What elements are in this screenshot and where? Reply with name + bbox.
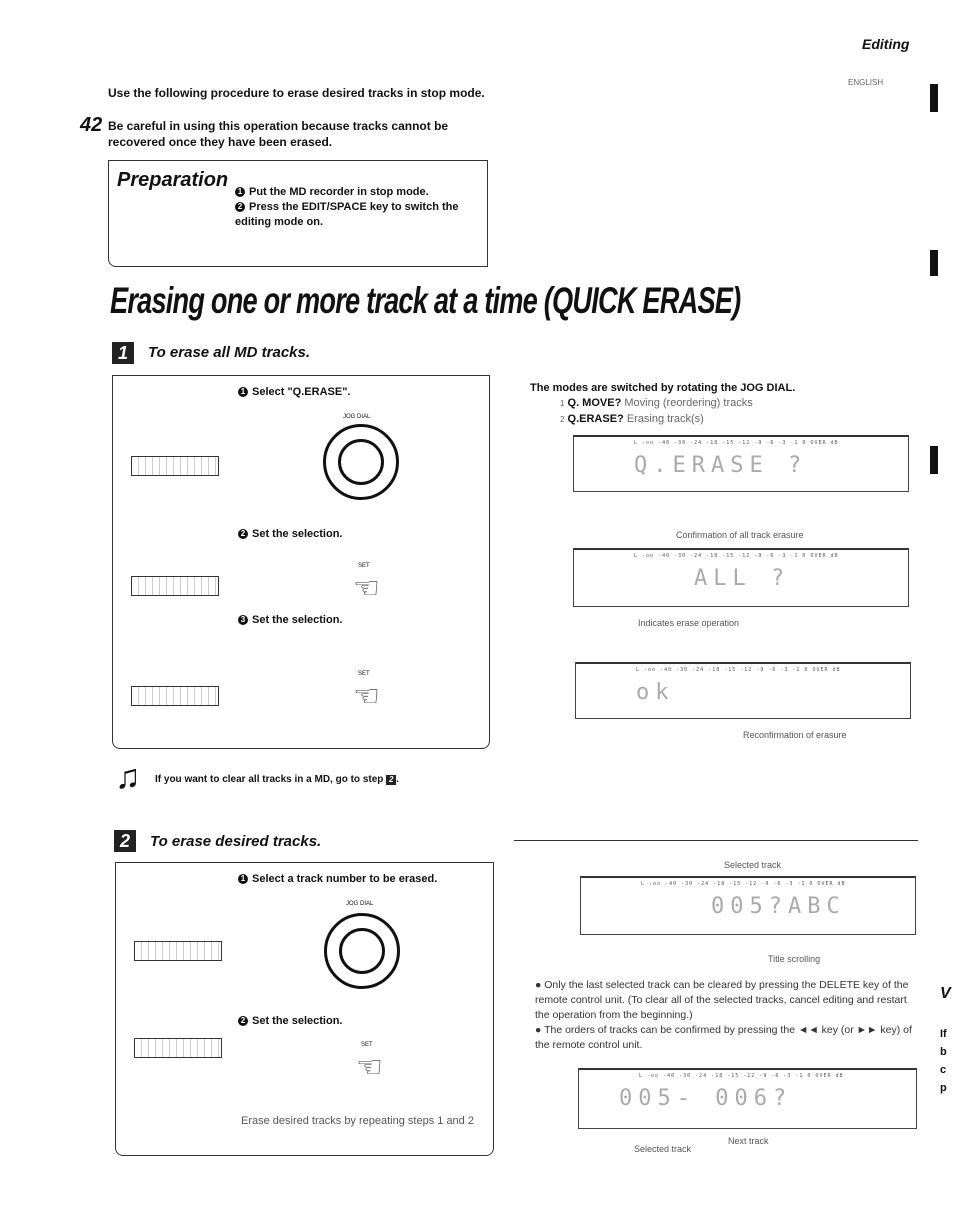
md-recorder-icon xyxy=(134,941,222,961)
lcd-display: L -oo -40 -30 -24 -18 -15 -12 -9 -6 -3 -… xyxy=(580,876,916,935)
instruction-text: Select "Q.ERASE". xyxy=(252,386,351,398)
lcd-display: L -oo -40 -30 -24 -18 -15 -12 -9 -6 -3 -… xyxy=(575,662,911,719)
set-label: SET xyxy=(361,1042,373,1048)
preparation-title: Preparation xyxy=(117,169,229,191)
note-text: If you want to clear all tracks in a MD,… xyxy=(155,774,399,785)
step-badge: 2 xyxy=(114,830,136,852)
section-header: Editing xyxy=(862,36,910,52)
md-recorder-icon xyxy=(131,576,219,596)
preparation-step: Press the EDIT/SPACE key to switch the e… xyxy=(235,201,459,228)
repeat-instruction: Erase desired tracks by repeating steps … xyxy=(241,1115,474,1127)
bullet-item: ● The orders of tracks can be confirmed … xyxy=(535,1024,912,1051)
lcd-text: ALL ? xyxy=(694,566,791,591)
edge-tab-mark xyxy=(930,84,938,112)
lcd-text: Q.ERASE ? xyxy=(634,453,808,478)
caption: Indicates erase operation xyxy=(638,618,740,628)
instruction-text: Set the selection. xyxy=(252,614,343,626)
jog-dial-icon xyxy=(323,424,399,500)
instruction-text: Select a track number to be erased. xyxy=(252,873,438,885)
jog-dial-label: JOG DIAL xyxy=(343,414,371,420)
page-number: 42 xyxy=(80,114,103,136)
lcd-display: L -oo -40 -30 -24 -18 -15 -12 -9 -6 -3 -… xyxy=(573,435,909,492)
divider xyxy=(514,840,918,841)
section-heading: To erase desired tracks. xyxy=(150,833,322,850)
preparation-step: Put the MD recorder in stop mode. xyxy=(249,186,429,198)
step-badge: 1 xyxy=(112,342,134,364)
bullet-item: ● Only the last selected track can be cl… xyxy=(535,979,909,1021)
section-heading: To erase all MD tracks. xyxy=(148,344,311,361)
set-label: SET xyxy=(358,563,370,569)
hand-press-set-icon: ☜ xyxy=(353,680,380,713)
caption: Confirmation of all track erasure xyxy=(676,530,804,540)
intro-line-2: Be careful in using this operation becau… xyxy=(108,119,449,149)
hand-press-set-icon: ☜ xyxy=(356,1051,383,1084)
mode-item: 1 Q. MOVE? Moving (reordering) tracks xyxy=(560,397,753,409)
jog-dial-icon xyxy=(324,913,400,989)
md-recorder-icon xyxy=(134,1038,222,1058)
edge-tab-mark xyxy=(930,446,938,474)
page-title: Erasing one or more track at a time (QUI… xyxy=(110,280,741,322)
lcd-text: ok xyxy=(636,680,675,705)
mode-item: 2 Q.ERASE? Erasing track(s) xyxy=(560,413,704,425)
hand-press-set-icon: ☜ xyxy=(353,572,380,605)
instruction-text: Set the selection. xyxy=(252,1015,343,1027)
caption: Selected track xyxy=(634,1144,692,1154)
lcd-display: L -oo -40 -30 -24 -18 -15 -12 -9 -6 -3 -… xyxy=(573,548,909,607)
edge-tab-mark xyxy=(930,250,938,276)
caption: Title scrolling xyxy=(768,954,821,964)
lcd-text: 005?ABC xyxy=(711,894,846,919)
instruction-text: Set the selection. xyxy=(252,528,343,540)
set-label: SET xyxy=(358,671,370,677)
caption: Selected track xyxy=(724,860,782,870)
notes-list: ● Only the last selected track can be cl… xyxy=(535,978,917,1053)
edge-letter: V xyxy=(940,985,951,1002)
language-code: ENGLISH xyxy=(848,78,884,87)
jog-dial-label: JOG DIAL xyxy=(346,901,374,907)
md-recorder-icon xyxy=(131,456,219,476)
modes-intro: The modes are switched by rotating the J… xyxy=(530,382,796,394)
md-recorder-icon xyxy=(131,686,219,706)
lcd-text: 005- 006? xyxy=(619,1086,793,1111)
intro-line-1: Use the following procedure to erase des… xyxy=(108,86,485,100)
caption: Next track xyxy=(728,1136,769,1146)
caption: Reconfirmation of erasure xyxy=(743,730,847,740)
lcd-display: L -oo -40 -30 -24 -18 -15 -12 -9 -6 -3 -… xyxy=(578,1068,917,1129)
note-icon: ♫ xyxy=(115,758,141,796)
